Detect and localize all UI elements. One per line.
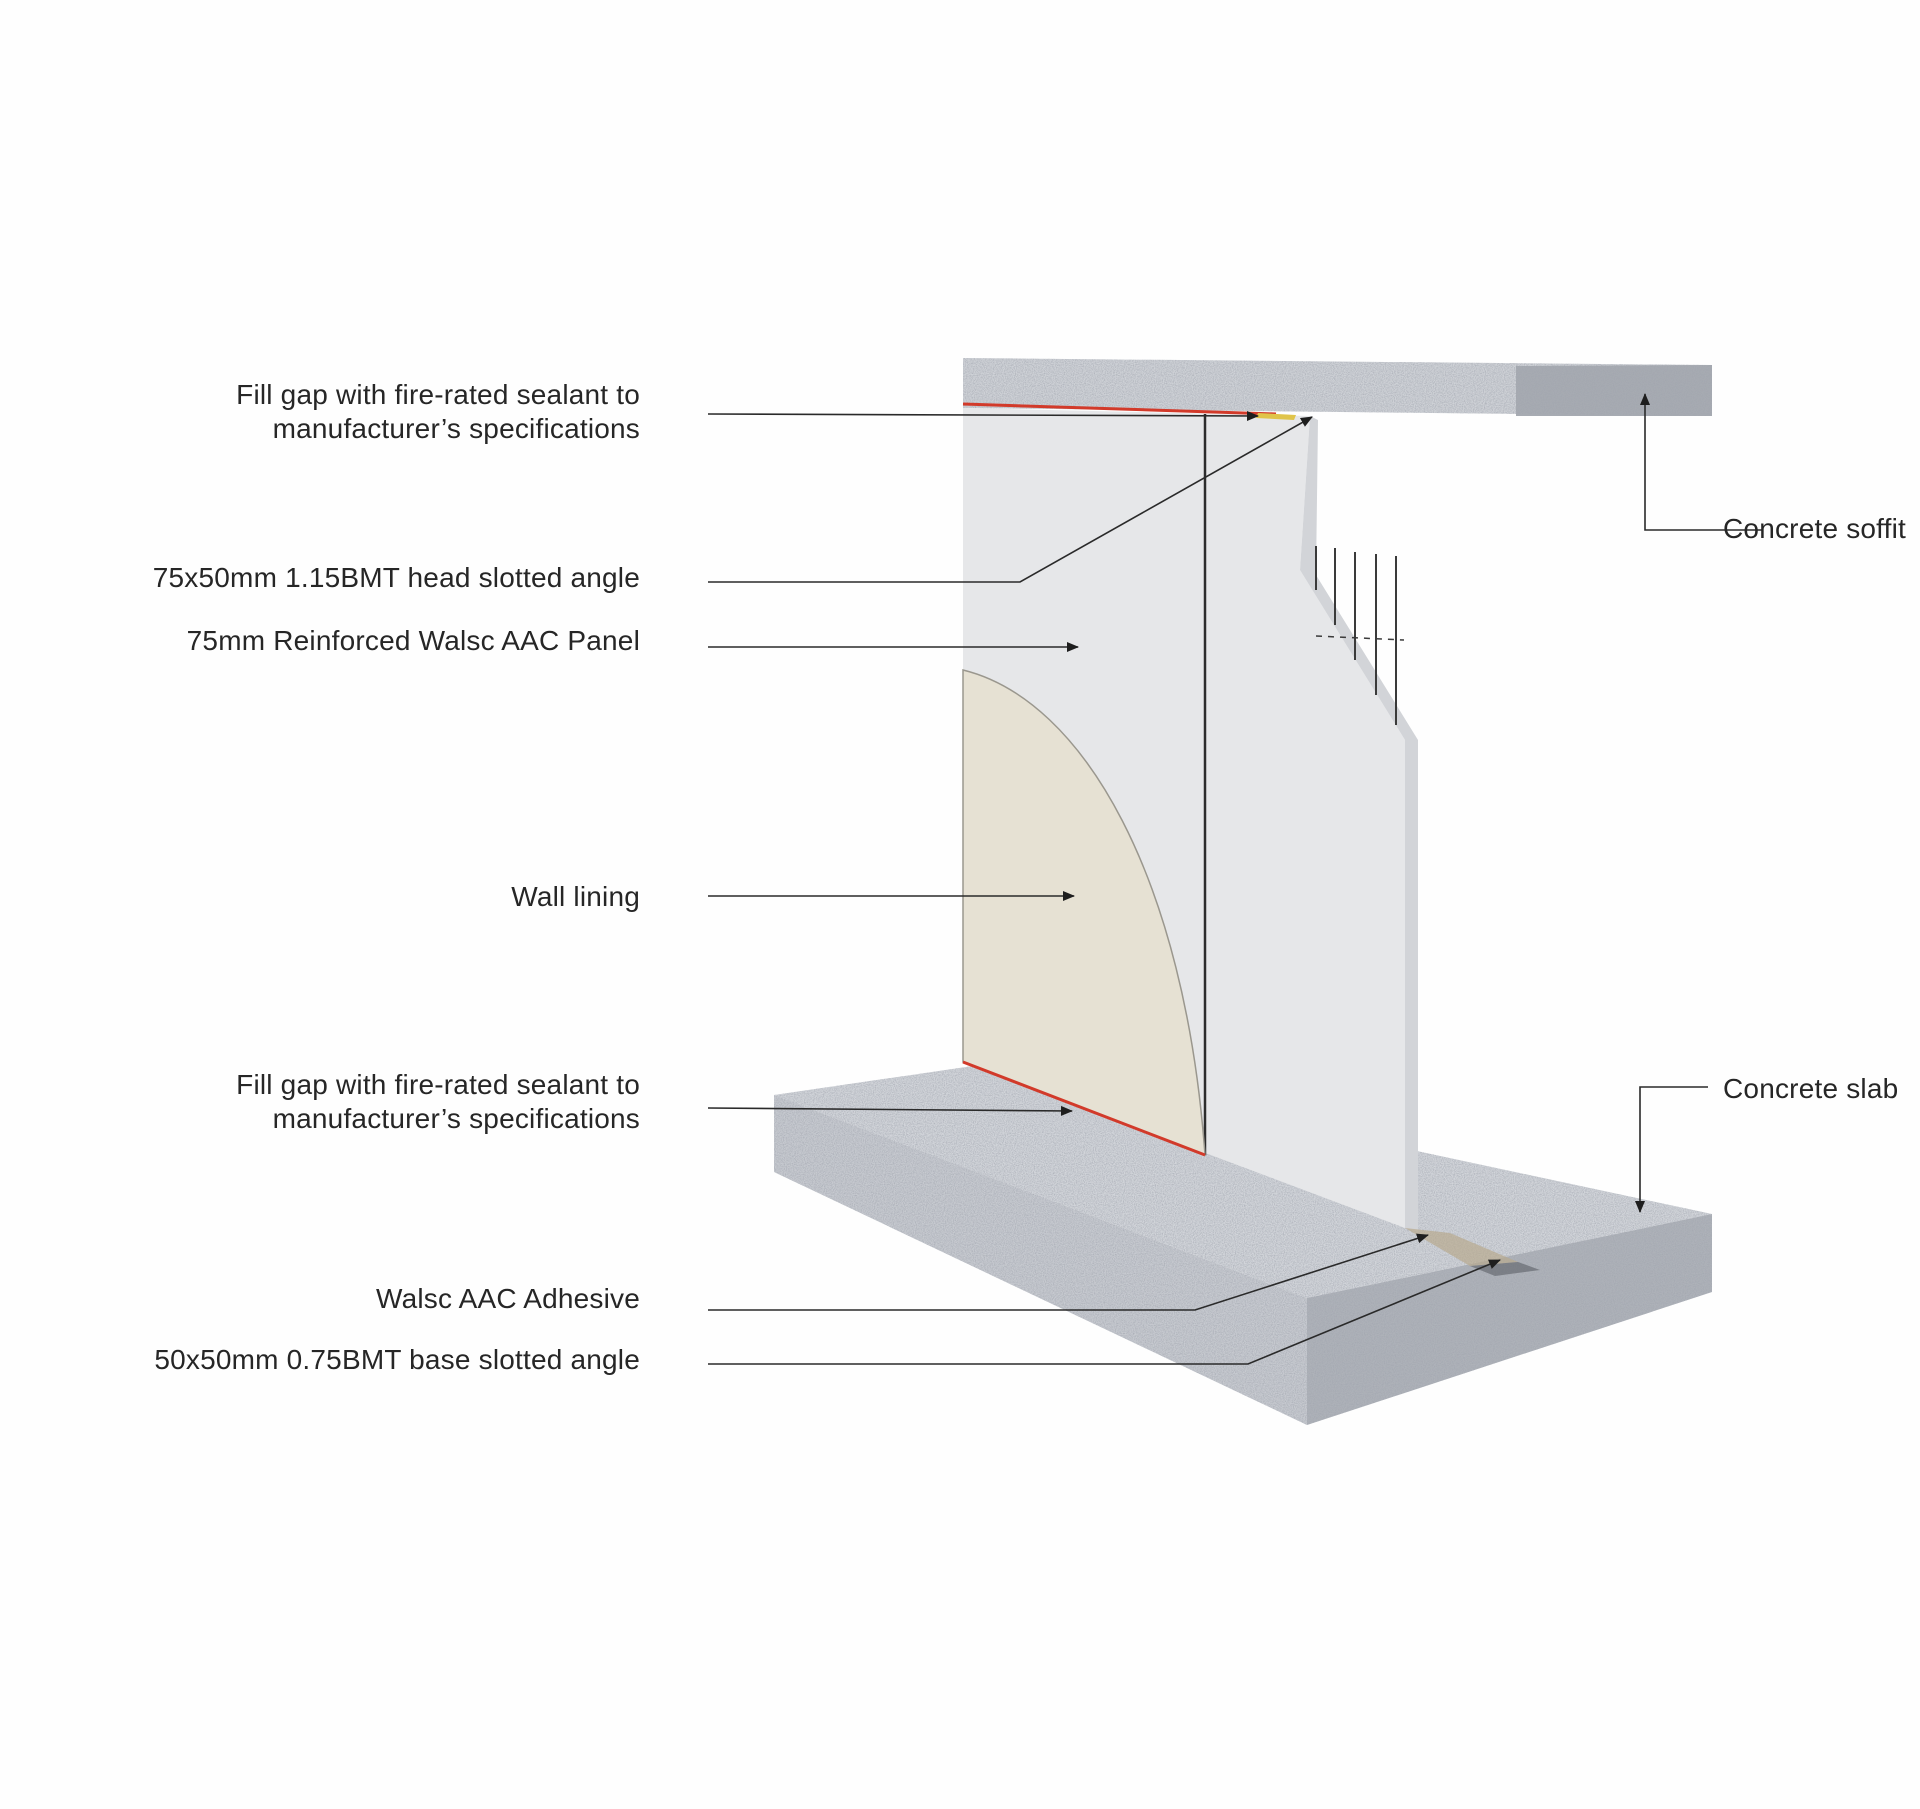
leader-lines [707,393,1762,1365]
leader-fill-gap-head [707,410,1259,421]
label-slab: Concrete slab [1723,1073,1899,1104]
label-fill-gap-head-line2: manufacturer’s specifications [272,413,640,444]
leader-adhesive [708,1233,1429,1311]
panel-reinforcement [1315,546,1405,725]
label-wall-lining: Wall lining [511,881,640,912]
leader-base-angle [708,1259,1501,1365]
label-fill-gap-base-line2: manufacturer’s specifications [272,1103,640,1134]
leader-slab [1635,1086,1708,1213]
label-fill-gap-base-line1: Fill gap with fire-rated sealant to [236,1069,640,1100]
label-adhesive: Walsc AAC Adhesive [375,1283,640,1314]
concrete-slab [774,1062,1712,1425]
leader-soffit [1640,393,1762,531]
label-panel: 75mm Reinforced Walsc AAC Panel [186,625,640,656]
label-base-angle: 50x50mm 0.75BMT base slotted angle [154,1344,640,1375]
label-fill-gap-head-line1: Fill gap with fire-rated sealant to [236,379,640,410]
label-fill-gap-head: Fill gap with fire-rated sealant to manu… [236,378,640,446]
sealant-beads [962,402,1296,1157]
concrete-soffit [963,358,1712,416]
label-head-angle: 75x50mm 1.15BMT head slotted angle [152,562,640,593]
wall-lining-sheet [962,669,1206,1157]
leader-head-angle [708,416,1313,583]
label-fill-gap-base: Fill gap with fire-rated sealant to manu… [236,1068,640,1136]
leader-fill-gap-base [707,1105,1073,1116]
label-soffit: Concrete soffit [1723,513,1907,544]
